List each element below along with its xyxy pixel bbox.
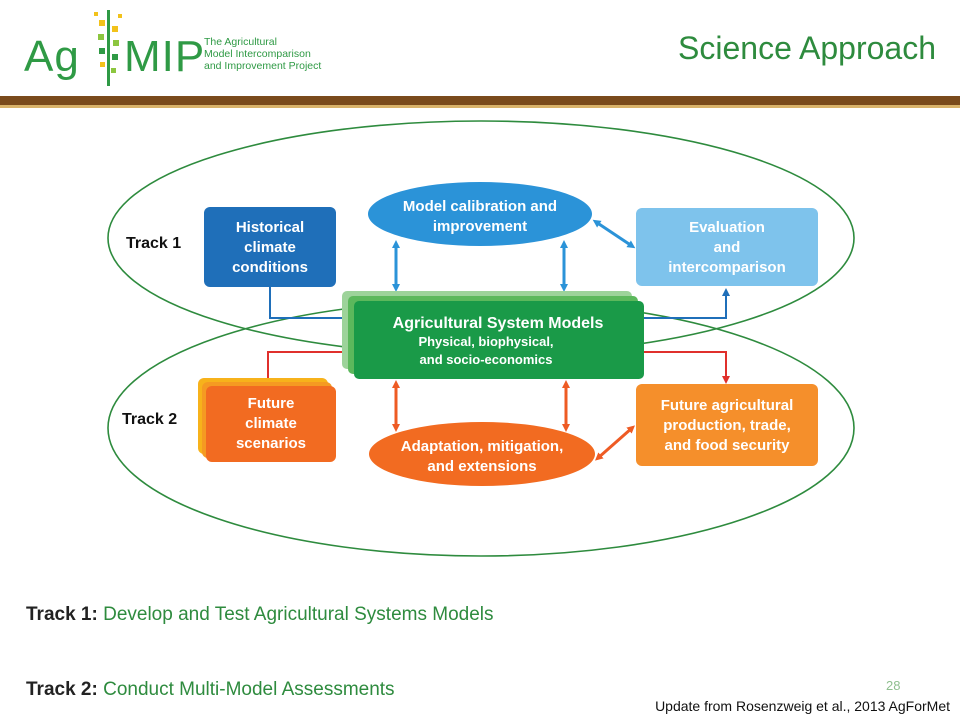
logo-subtitle-line: and Improvement Project	[204, 60, 322, 72]
evaluation-line: Evaluation	[689, 219, 765, 236]
logo-ag-text: Ag	[24, 32, 80, 81]
model-calibration-ellipse: Model calibration and improvement	[368, 182, 592, 246]
evaluation-box: Evaluation and intercomparison	[636, 208, 818, 286]
future-ag-line: Future agricultural	[661, 397, 794, 414]
asm-to-future-ag-line	[642, 351, 730, 384]
track2-description: Track 2: Conduct Multi-Model Assessments	[26, 679, 395, 701]
historical-line: Historical	[236, 219, 304, 236]
adaptation-line: Adaptation, mitigation,	[401, 438, 564, 455]
citation: Update from Rosenzweig et al., 2013 AgFo…	[655, 698, 950, 714]
future-ag-line: and food security	[664, 437, 790, 454]
historical-climate-box: Historical climate conditions	[204, 207, 336, 287]
future-agricultural-box: Future agricultural production, trade, a…	[636, 384, 818, 466]
track1-description: Track 1: Develop and Test Agricultural S…	[26, 604, 494, 626]
historical-line: conditions	[232, 259, 308, 276]
historical-to-asm-line	[269, 287, 352, 319]
evaluation-line: and	[714, 239, 741, 256]
future-climate-line: scenarios	[236, 435, 306, 452]
evaluation-line: intercomparison	[668, 259, 786, 276]
adaptation-future-ag-arrow	[595, 425, 635, 461]
future-climate-line: Future	[248, 395, 295, 412]
asm-title: Agricultural System Models	[393, 315, 604, 332]
track1-prefix: Track 1:	[26, 604, 98, 625]
science-approach-diagram: Track 1 Track 2 Historical climate condi…	[107, 120, 855, 557]
adaptation-ellipse: Adaptation, mitigation, and extensions	[369, 422, 595, 486]
track2-text: Conduct Multi-Model Assessments	[97, 679, 395, 700]
asm-to-evaluation-line	[642, 288, 730, 319]
logo-subtitle-line: The Agricultural	[204, 36, 277, 48]
historical-line: climate	[244, 239, 296, 256]
logo-subtitle: The Agricultural Model Intercomparison a…	[204, 36, 321, 72]
calibration-line: improvement	[433, 218, 527, 235]
adaptation-line: and extensions	[427, 458, 536, 475]
agricultural-system-models-box: Agricultural System Models Physical, bio…	[342, 291, 644, 379]
track1-label: Track 1	[126, 235, 181, 252]
future-climate-line: climate	[245, 415, 297, 432]
header-divider-accent	[0, 105, 960, 108]
wheat-icon	[94, 10, 122, 86]
future-ag-line: production, trade,	[663, 417, 791, 434]
logo-subtitle-line: Model Intercomparison	[204, 48, 311, 60]
future-climate-box: Future climate scenarios	[198, 378, 336, 462]
slide-number: 28	[886, 678, 901, 693]
calibration-line: Model calibration and	[403, 198, 557, 215]
track2-prefix: Track 2:	[26, 679, 98, 700]
track1-text: Develop and Test Agricultural Systems Mo…	[97, 604, 494, 625]
calibration-evaluation-arrow	[592, 219, 636, 249]
track2-label: Track 2	[122, 411, 177, 428]
asm-subtitle: Physical, biophysical,	[418, 334, 553, 349]
page-title: Science Approach	[678, 30, 936, 66]
asm-subtitle: and socio-economics	[420, 352, 553, 367]
logo-mip-text: MIP	[124, 32, 206, 81]
agmip-logo: Ag MIP The Agricultural Model Intercompa…	[20, 6, 321, 88]
future-climate-to-asm-line	[267, 351, 352, 380]
header-divider	[0, 96, 960, 105]
